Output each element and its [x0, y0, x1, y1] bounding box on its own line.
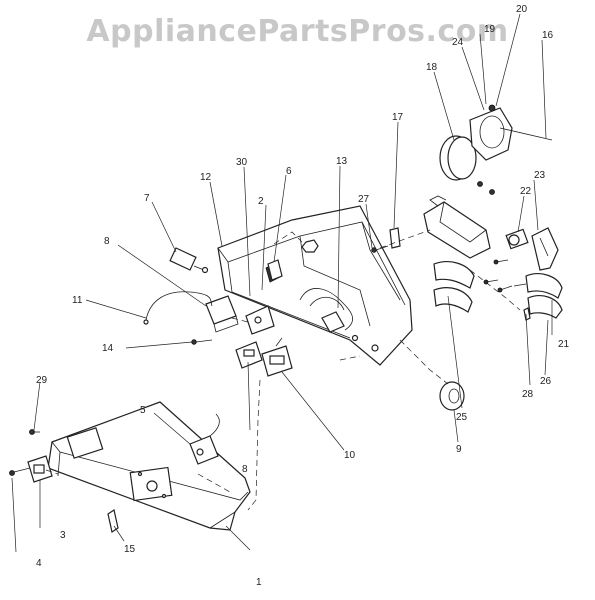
relay-7: [169, 247, 209, 274]
callout-9: 9: [456, 444, 462, 455]
bracket-2: [245, 305, 275, 335]
callout-18: 18: [426, 62, 438, 73]
screw-14: [191, 339, 213, 345]
callout-25: 25: [456, 412, 468, 423]
callout-8-upper: 8: [104, 236, 110, 247]
clip-6: [267, 259, 283, 281]
callout-22: 22: [520, 186, 532, 197]
callout-2: 2: [258, 196, 264, 207]
screw-4: [9, 467, 31, 476]
damper-screws: [483, 259, 531, 321]
callout-11: 11: [72, 295, 83, 306]
callout-12: 12: [200, 172, 212, 183]
callout-13: 13: [336, 156, 348, 167]
lamp-socket: [189, 413, 220, 465]
callout-17: 17: [392, 112, 404, 123]
wire-11: [143, 291, 213, 325]
callout-23: 23: [534, 170, 546, 181]
screw-27: [371, 245, 389, 253]
callout-21: 21: [558, 339, 570, 350]
callout-30: 30: [236, 157, 248, 168]
callout-14: 14: [102, 343, 114, 354]
callout-8-lower: 8: [242, 464, 248, 475]
damper-housing: [423, 195, 491, 259]
callout-28: 28: [522, 389, 534, 400]
callout-labels: 1 2 3 4 5 6 7 8 8 9 10 11 12 13 14 15 16…: [36, 4, 570, 588]
screw-29: [29, 429, 40, 435]
baffle-25: [433, 261, 475, 313]
callout-27: 27: [358, 194, 370, 205]
clip-17: [389, 227, 401, 249]
knob-9: [439, 381, 465, 411]
callout-4: 4: [36, 558, 42, 569]
wire-harness: [299, 288, 354, 333]
switch-10: [261, 337, 293, 377]
callout-1: 1: [256, 577, 262, 588]
callout-7: 7: [144, 193, 150, 204]
baffle-26: [525, 273, 563, 319]
callout-29: 29: [36, 375, 48, 386]
assembly-lines: [45, 229, 521, 511]
callout-19: 19: [484, 24, 496, 35]
callout-5: 5: [140, 405, 146, 416]
nut: [301, 239, 319, 253]
switch-8-upper: [205, 295, 239, 333]
motor-bracket: [469, 104, 553, 195]
callout-20: 20: [516, 4, 528, 15]
callout-6: 6: [286, 166, 292, 177]
front-panel: [47, 401, 251, 531]
watermark: AppliancePartsPros.com: [86, 14, 509, 49]
panel-clip: [107, 509, 119, 533]
actuator-22: [505, 228, 529, 250]
rocker-switch: [27, 455, 53, 483]
callout-26: 26: [540, 376, 552, 387]
actuator-23: [531, 227, 559, 271]
callout-24: 24: [452, 37, 464, 48]
callout-15: 15: [124, 544, 136, 555]
callout-10: 10: [344, 450, 356, 461]
callout-16: 16: [542, 30, 554, 41]
callout-3: 3: [60, 530, 66, 541]
fan-wheel: [439, 135, 477, 181]
switch-8-lower: [235, 341, 263, 369]
leader-lines: [11, 13, 553, 553]
